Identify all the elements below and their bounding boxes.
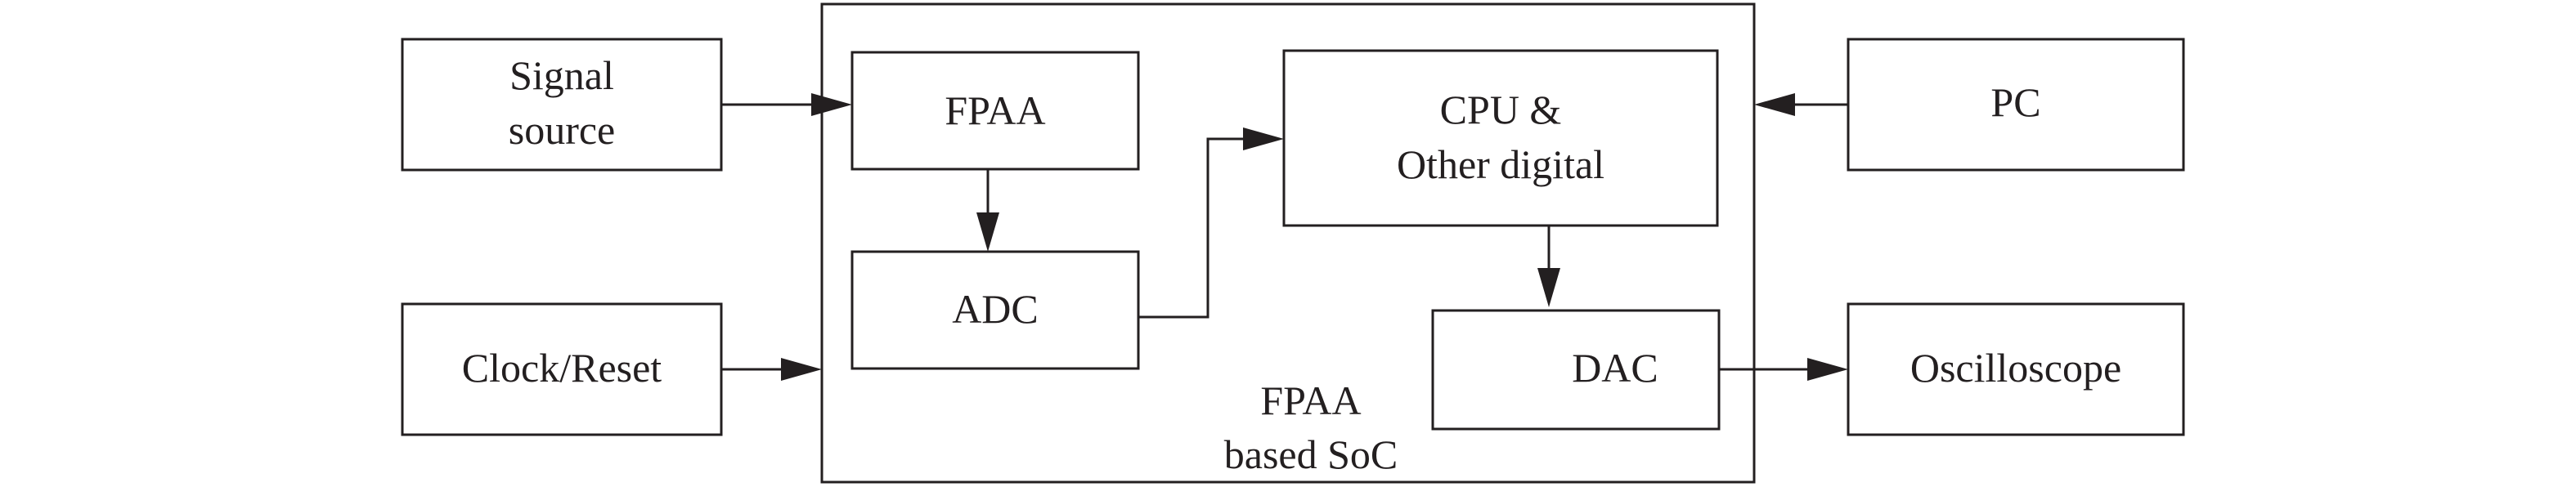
- adc-box: [850, 250, 1140, 370]
- fpaa-box: [850, 51, 1140, 171]
- signal-source-label-line2: source: [509, 107, 616, 153]
- soc-label-line2: based SoC: [1224, 431, 1398, 477]
- oscilloscope-box: [1847, 302, 2185, 436]
- signal-source-box: [401, 38, 723, 172]
- connector-clock-to-soc: [721, 358, 822, 381]
- arrowhead: [1537, 268, 1560, 307]
- pc-label: PC: [1990, 79, 2040, 125]
- arrowhead: [811, 93, 852, 116]
- connector-cpu-to-dac: [1537, 226, 1560, 307]
- soc-label-line1: FPAA: [1260, 378, 1361, 423]
- clock-reset-box: [401, 302, 723, 436]
- connector-adc-to-cpu: [1138, 127, 1284, 319]
- pc-box: [1847, 38, 2185, 172]
- arrowhead: [1807, 358, 1848, 381]
- cpu-box: [1282, 49, 1719, 227]
- connector-dac-to-oscilloscope: [1719, 358, 1848, 381]
- fpaa-label: FPAA: [945, 87, 1045, 133]
- adc-label: ADC: [952, 286, 1039, 332]
- arrowhead: [1754, 93, 1795, 116]
- connector-signal-to-fpaa: [721, 93, 852, 116]
- dac-label: DAC: [1572, 345, 1658, 391]
- connector-fpaa-to-adc: [976, 169, 999, 252]
- arrowhead: [976, 212, 999, 252]
- cpu-label-line2: Other digital: [1397, 141, 1604, 187]
- oscilloscope-label: Oscilloscope: [1910, 345, 2121, 391]
- cpu-label-line1: CPU &: [1440, 87, 1562, 132]
- connector-pc-to-soc: [1754, 93, 1848, 116]
- arrowhead: [781, 358, 822, 381]
- signal-source-label-line1: Signal: [509, 52, 614, 98]
- arrowhead: [1243, 127, 1284, 150]
- dac-box: [1431, 309, 1721, 431]
- clock-reset-label: Clock/Reset: [462, 345, 662, 391]
